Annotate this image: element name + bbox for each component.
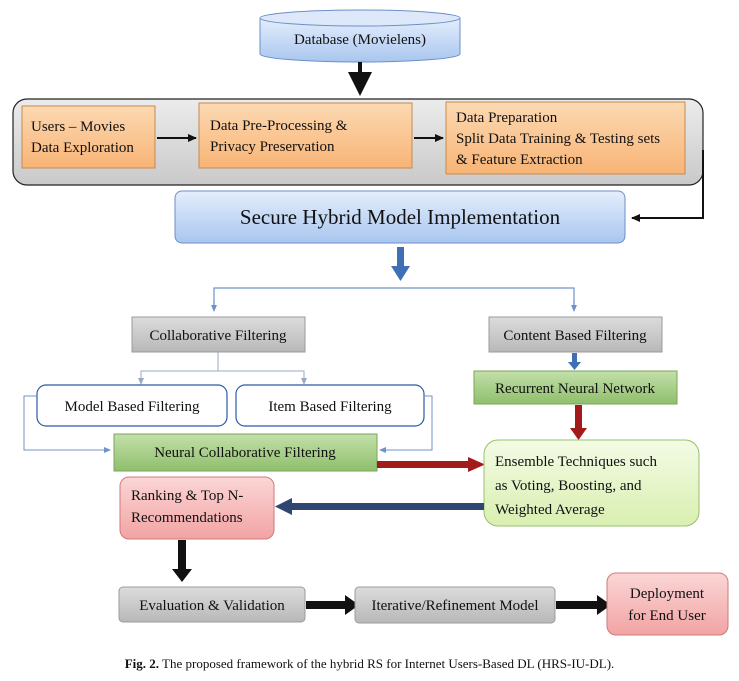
arrow-secure-to-split [391,247,410,281]
iterative-refinement-node: Iterative/Refinement Model [354,586,556,624]
evaluation-label: Evaluation & Validation [139,598,285,614]
arrow-iterative-to-deployment [556,595,611,615]
caption-label: Fig. 2. [124,656,160,671]
rnn-node: Recurrent Neural Network [473,370,678,405]
arrow-item-based-to-ncf [379,395,433,453]
evaluation-node: Evaluation & Validation [118,586,306,623]
preprocess-line-1: Data Pre-Processing & [210,118,348,134]
preparation-line-2: Split Data Training & Testing sets [456,131,660,147]
users-line-1: Users – Movies [31,119,125,135]
arrow-ensemble-to-ranking [275,498,484,515]
database-label: Database (Movielens) [294,32,426,48]
content-based-filtering-node: Content Based Filtering [488,316,663,353]
preprocessing-node: Data Pre-Processing & Privacy Preservati… [198,102,413,169]
preparation-line-1: Data Preparation [456,110,558,126]
split-connector [213,287,575,305]
preparation-line-3: & Feature Extraction [456,152,583,168]
deployment-node: Deployment for End User [606,572,729,636]
content-based-label: Content Based Filtering [503,328,647,344]
ranking-node: Ranking & Top N- Recommendations [119,476,275,540]
database-node: Database (Movielens) [259,9,461,63]
ncf-node: Neural Collaborative Filtering [113,433,378,472]
arrow-ranking-to-evaluation [172,540,192,582]
arrow-content-to-rnn [568,353,581,370]
model-based-filtering-node: Model Based Filtering [36,384,228,427]
ranking-line-1: Ranking & Top N- [131,488,243,504]
model-based-label: Model Based Filtering [65,399,200,415]
ensemble-line-3: Weighted Average [495,502,605,518]
arrow-model-based-to-ncf [23,395,111,453]
figure-caption: Fig. 2. The proposed framework of the hy… [0,656,739,672]
preprocess-line-2: Privacy Preservation [210,139,335,155]
users-movies-node: Users – Movies Data Exploration [21,105,156,169]
data-preparation-node: Data Preparation Split Data Training & T… [445,101,686,175]
collaborative-label: Collaborative Filtering [149,328,287,344]
arrow-rnn-to-ensemble [570,405,587,440]
arrow-evaluation-to-iterative [306,595,359,615]
caption-text: The proposed framework of the hybrid RS … [162,656,615,671]
ensemble-node: Ensemble Techniques such as Voting, Boos… [483,439,700,527]
ensemble-line-2: as Voting, Boosting, and [495,478,642,494]
arrow-group-to-secure-model [631,150,704,222]
arrow-ncf-to-ensemble [377,457,485,472]
item-based-filtering-node: Item Based Filtering [235,384,425,427]
secure-model-label: Secure Hybrid Model Implementation [240,205,561,229]
deployment-line-1: Deployment [630,586,705,602]
users-line-2: Data Exploration [31,140,134,156]
collaborative-filtering-node: Collaborative Filtering [131,316,306,353]
item-based-label: Item Based Filtering [268,399,392,415]
ensemble-line-1: Ensemble Techniques such [495,454,657,470]
iterative-label: Iterative/Refinement Model [371,598,538,614]
deployment-line-2: for End User [628,608,705,624]
secure-hybrid-model-node: Secure Hybrid Model Implementation [174,190,626,244]
rnn-label: Recurrent Neural Network [495,381,655,397]
ranking-line-2: Recommendations [131,510,243,526]
collab-sub-split [140,370,305,381]
framework-diagram: Database (Movielens) Users – Movies Data… [12,9,729,636]
ncf-label: Neural Collaborative Filtering [154,445,336,461]
